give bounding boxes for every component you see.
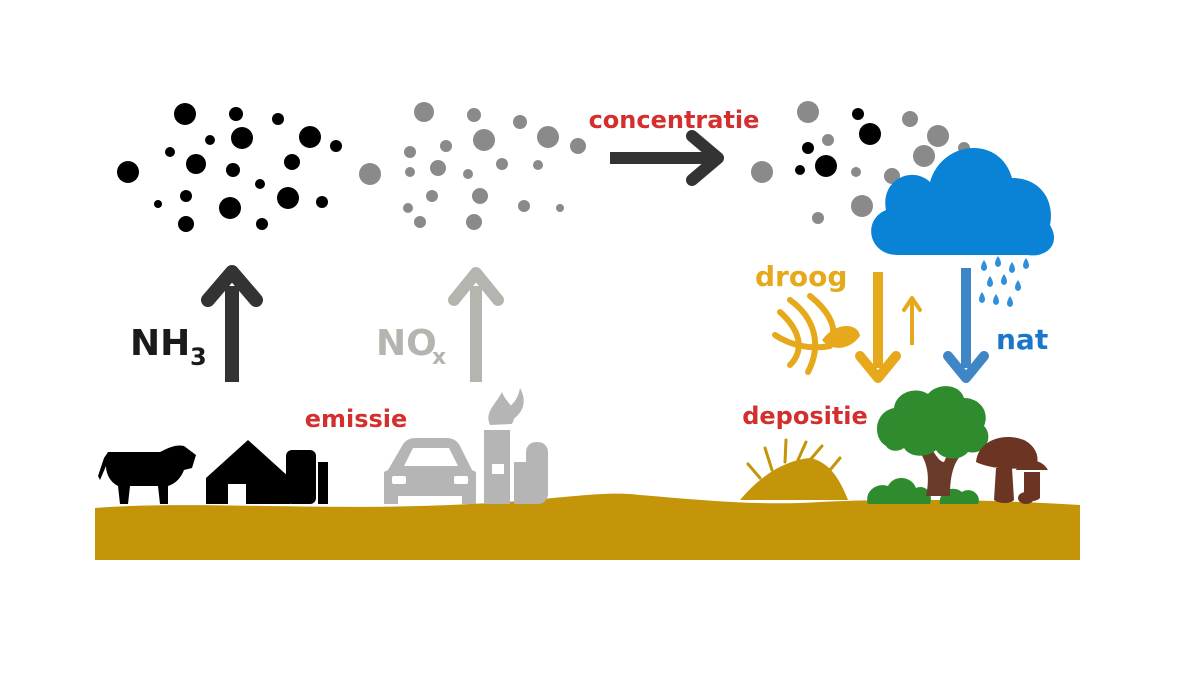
nox-particle — [467, 108, 481, 122]
nh3-particle — [154, 200, 162, 208]
nh3-particle — [299, 126, 321, 148]
nox-particle — [570, 138, 586, 154]
nh3-particle — [165, 147, 175, 157]
nox-particles — [359, 102, 586, 230]
nh3-particle — [186, 154, 206, 174]
nox-particle — [463, 169, 473, 179]
concentration-particle — [913, 145, 935, 167]
nh3-particle — [272, 113, 284, 125]
nox-particle — [405, 167, 415, 177]
dry-up-arrow — [902, 296, 922, 345]
rain-drop — [979, 292, 985, 303]
cloud-icon — [871, 148, 1055, 256]
deposition-label: depositie — [742, 402, 868, 430]
nox-particle — [466, 214, 482, 230]
dry-down-arrow — [855, 272, 901, 383]
nh3-particle — [231, 127, 253, 149]
concentration-particle — [859, 123, 881, 145]
nh3-label-sub: 3 — [190, 343, 207, 371]
nh3-label-main: NH — [130, 323, 190, 364]
rain-drop — [1001, 274, 1007, 285]
mushroom-icon — [976, 436, 1048, 504]
tree-icon — [876, 386, 989, 496]
wind-leaf-icon — [772, 293, 860, 375]
nox-particle — [472, 188, 488, 204]
nh3-particle — [178, 216, 194, 232]
nox-particle — [403, 203, 413, 213]
concentration-particle — [812, 212, 824, 224]
nh3-particle — [174, 103, 196, 125]
nox-particle — [533, 160, 543, 170]
rain-drop — [1007, 296, 1013, 307]
rain-drop — [993, 294, 999, 305]
nh3-up-arrow — [201, 265, 263, 382]
nox-up-arrow — [448, 267, 504, 382]
car-icon — [384, 438, 476, 504]
nox-label-sub: x — [432, 345, 446, 370]
rain-drop — [981, 260, 987, 271]
nox-particle — [518, 200, 530, 212]
farm-barn-icon — [206, 440, 328, 504]
concentration-arrow — [610, 130, 724, 186]
nox-particle — [556, 204, 564, 212]
rain-drop — [987, 276, 993, 287]
nox-particle — [513, 115, 527, 129]
nh3-particle — [180, 190, 192, 202]
nh3-particle — [330, 140, 342, 152]
dry-label: droog — [755, 260, 847, 293]
bush-icon — [867, 477, 979, 504]
nox-particle — [414, 216, 426, 228]
nh3-particle — [229, 107, 243, 121]
emission-label: emissie — [305, 405, 408, 433]
concentration-label: concentratie — [589, 106, 760, 134]
nh3-particle — [316, 196, 328, 208]
rain-drops-icon — [979, 256, 1029, 307]
nh3-particle — [255, 179, 265, 189]
wet-label: nat — [996, 323, 1048, 356]
nh3-particle — [256, 218, 268, 230]
cow-icon — [98, 445, 196, 504]
concentration-particle — [851, 195, 873, 217]
wet-down-arrow — [943, 268, 989, 383]
nox-particle — [414, 102, 434, 122]
nox-label: NO x — [376, 323, 446, 370]
nox-particle — [440, 140, 452, 152]
nh3-particle — [277, 187, 299, 209]
concentration-particle — [815, 155, 837, 177]
concentration-particle — [797, 101, 819, 123]
ground — [95, 493, 1080, 560]
rain-drop — [995, 256, 1001, 267]
concentration-particle — [822, 134, 834, 146]
nh3-particle — [219, 197, 241, 219]
nh3-particle — [284, 154, 300, 170]
nox-label-main: NO — [376, 323, 437, 364]
nox-particle — [473, 129, 495, 151]
nh3-particle — [117, 161, 139, 183]
concentration-particle — [852, 108, 864, 120]
concentration-particle — [884, 168, 900, 184]
nh3-particles — [117, 103, 342, 232]
concentration-particle — [927, 125, 949, 147]
grass-icon — [740, 438, 848, 500]
concentration-particle — [902, 111, 918, 127]
concentration-particle — [751, 161, 773, 183]
rain-drop — [1015, 280, 1021, 291]
nox-particle — [359, 163, 381, 185]
nox-particle — [537, 126, 559, 148]
nh3-particle — [205, 135, 215, 145]
concentration-particle — [795, 165, 805, 175]
rain-drop — [1023, 258, 1029, 269]
nh3-particle — [226, 163, 240, 177]
nox-particle — [404, 146, 416, 158]
nh3-label: NH 3 — [130, 323, 207, 371]
concentration-particle — [802, 142, 814, 154]
rain-drop — [1009, 262, 1015, 273]
concentration-particle — [851, 167, 861, 177]
factory-icon — [484, 388, 548, 504]
nox-particle — [426, 190, 438, 202]
nox-particle — [430, 160, 446, 176]
nox-particle — [496, 158, 508, 170]
